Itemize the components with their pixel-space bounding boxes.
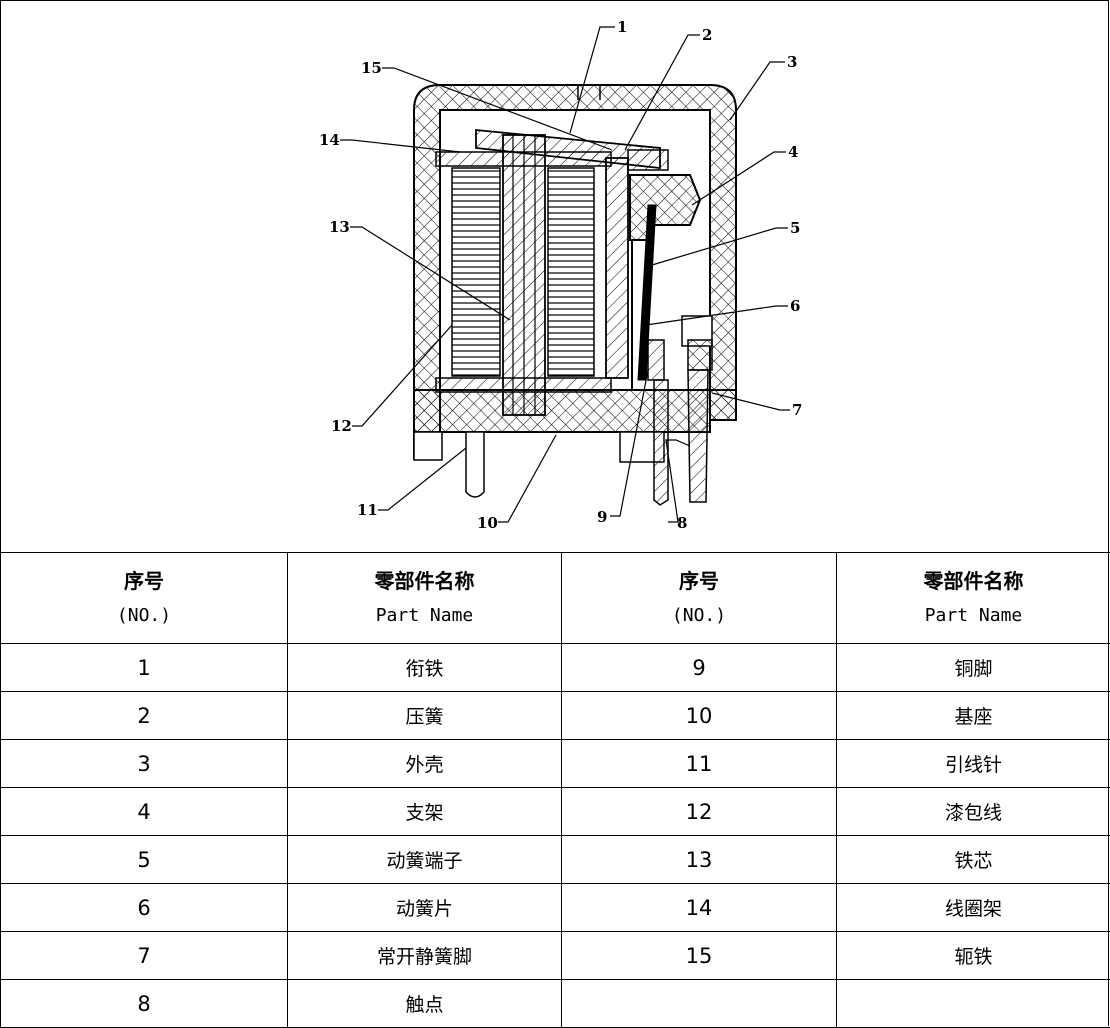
parts-table: 序号 (NO.) 零部件名称 Part Name 序号 (NO.) 零部件名称 …	[0, 552, 1110, 1028]
part-number: 12	[562, 788, 837, 836]
callout-11: 11	[357, 501, 378, 519]
table-row: 1 衔铁 9 铜脚	[1, 644, 1110, 692]
part-name: 动簧端子	[288, 836, 562, 884]
callout-8: 8	[677, 514, 687, 532]
callout-6: 6	[790, 297, 800, 315]
callout-12: 12	[331, 417, 352, 435]
callout-3: 3	[787, 53, 797, 71]
part-number: 14	[562, 884, 837, 932]
part-name: 漆包线	[837, 788, 1110, 836]
part-name: 压簧	[288, 692, 562, 740]
part-number: 2	[1, 692, 288, 740]
iron-core	[503, 135, 545, 415]
header-no-right: 序号 (NO.)	[562, 553, 837, 644]
callout-1: 1	[617, 18, 627, 36]
callout-15: 15	[361, 59, 382, 77]
part-number: 5	[1, 836, 288, 884]
part-name: 常开静簧脚	[288, 932, 562, 980]
header-name-left: 零部件名称 Part Name	[288, 553, 562, 644]
part-number: 6	[1, 884, 288, 932]
part-name: 动簧片	[288, 884, 562, 932]
part-name: 基座	[837, 692, 1110, 740]
bracket	[630, 175, 700, 240]
table-row: 2 压簧 10 基座	[1, 692, 1110, 740]
part-number: 10	[562, 692, 837, 740]
part-number	[562, 980, 837, 1028]
lead-pin	[466, 432, 484, 497]
part-number: 4	[1, 788, 288, 836]
callout-13: 13	[329, 218, 350, 236]
part-number: 8	[1, 980, 288, 1028]
part-number: 11	[562, 740, 837, 788]
table-row: 5 动簧端子 13 铁芯	[1, 836, 1110, 884]
part-name: 支架	[288, 788, 562, 836]
header-name-right: 零部件名称 Part Name	[837, 553, 1110, 644]
table-row: 7 常开静簧脚 15 轭铁	[1, 932, 1110, 980]
part-number: 1	[1, 644, 288, 692]
callout-2: 2	[702, 26, 712, 44]
part-name	[837, 980, 1110, 1028]
part-name: 触点	[288, 980, 562, 1028]
part-name: 轭铁	[837, 932, 1110, 980]
part-name: 外壳	[288, 740, 562, 788]
table-row: 3 外壳 11 引线针	[1, 740, 1110, 788]
table-row: 4 支架 12 漆包线	[1, 788, 1110, 836]
callout-5: 5	[790, 219, 800, 237]
header-no-left: 序号 (NO.)	[1, 553, 288, 644]
table-row: 8 触点	[1, 980, 1110, 1028]
callout-10: 10	[477, 514, 498, 532]
part-number: 13	[562, 836, 837, 884]
relay-drawing: 1 2 3 4 5 6 7 8 9 10 11 12 13 14 15	[0, 0, 1110, 552]
table-row: 6 动簧片 14 线圈架	[1, 884, 1110, 932]
part-name: 引线针	[837, 740, 1110, 788]
part-name: 铁芯	[837, 836, 1110, 884]
part-number: 9	[562, 644, 837, 692]
part-number: 15	[562, 932, 837, 980]
part-name: 铜脚	[837, 644, 1110, 692]
callout-4: 4	[788, 143, 798, 161]
table-header-row: 序号 (NO.) 零部件名称 Part Name 序号 (NO.) 零部件名称 …	[1, 553, 1110, 644]
part-name: 线圈架	[837, 884, 1110, 932]
part-number: 3	[1, 740, 288, 788]
relay-cross-section-diagram: 1 2 3 4 5 6 7 8 9 10 11 12 13 14 15	[0, 0, 1110, 552]
part-number: 7	[1, 932, 288, 980]
callout-7: 7	[792, 401, 802, 419]
part-name: 衔铁	[288, 644, 562, 692]
callout-9: 9	[597, 508, 607, 526]
callout-14: 14	[319, 131, 340, 149]
